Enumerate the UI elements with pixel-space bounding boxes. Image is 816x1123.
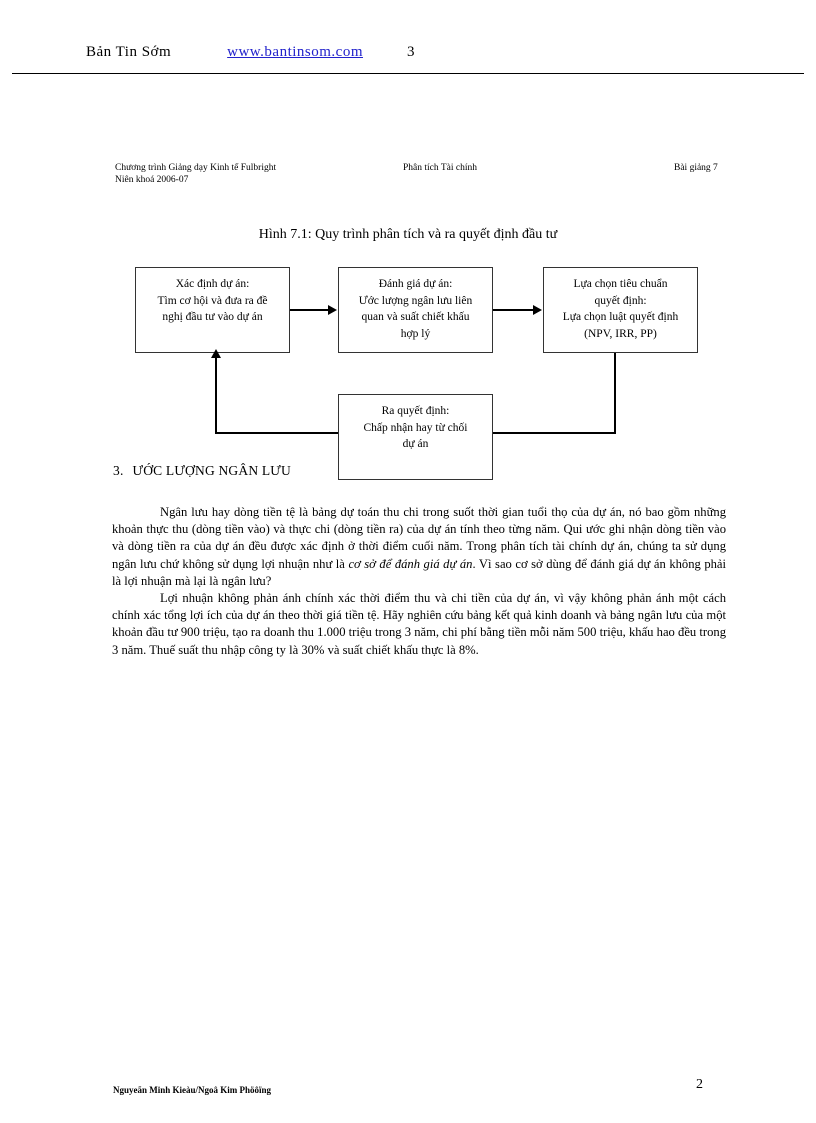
paragraph-1: Ngân lưu hay dòng tiền tệ là bảng dự toá… (112, 504, 726, 590)
document-running-head: Chương trình Giảng dạy Kinh tế Fulbright… (115, 162, 718, 186)
site-banner-header: Bản Tin Sớm www.bantinsom.com 3 (12, 44, 804, 74)
course-subject: Phân tích Tài chính (403, 163, 477, 173)
figure-caption: Hình 7.1: Quy trình phân tích và ra quyế… (258, 227, 558, 242)
flow-box-evaluate-project-label: Đánh giá dự án: Ước lượng ngân lưu liên … (358, 278, 473, 341)
paragraph-1-italic-phrase: cơ sở để đánh giá dự án (348, 556, 473, 571)
document-footer: Nguyeãn Minh Kieàu/Ngoâ Kim Phöôïng 2 (113, 1077, 703, 1099)
flow-box-identify-project-label: Xác định dự án: Tìm cơ hội và đưa ra đề … (157, 278, 268, 324)
flow-box-select-criteria-label: Lựa chọn tiêu chuẩn quyết định: Lựa chọn… (562, 278, 679, 341)
flow-box-evaluate-project[interactable]: Đánh giá dự án: Ước lượng ngân lưu liên … (338, 267, 493, 353)
connector-decide-to-left (215, 432, 340, 434)
connector-criteria-down (614, 353, 616, 433)
connector-left-up-to-identify (215, 357, 217, 433)
flow-box-identify-project[interactable]: Xác định dự án: Tìm cơ hội và đưa ra đề … (135, 267, 290, 353)
site-title: Bản Tin Sớm (86, 44, 172, 60)
section-title: ƯỚC LƯỢNG NGÂN LƯU (132, 463, 291, 478)
connector-identify-to-evaluate (290, 309, 328, 311)
arrow-head-to-criteria (533, 305, 542, 315)
flow-box-make-decision-label: Ra quyết định: Chấp nhận hay từ chối dự … (363, 405, 468, 451)
paragraph-2: Lợi nhuận không phản ánh chính xác thời … (112, 591, 726, 657)
header-divider-rule (12, 73, 804, 74)
paragraph-1-part1: Ngân lưu hay dòng tiền tệ là bảng dự toá… (112, 505, 726, 571)
connector-criteria-to-decide (493, 432, 616, 434)
lecture-number: Bài giảng 7 (674, 163, 718, 173)
site-header-count: 3 (407, 44, 415, 60)
paragraph-1-part2: . Vì sao cơ sở dùng để đánh giá dự án kh… (112, 556, 727, 588)
site-url-link[interactable]: www.bantinsom.com (227, 44, 363, 60)
arrow-head-to-evaluate (328, 305, 337, 315)
footer-authors: Nguyeãn Minh Kieàu/Ngoâ Kim Phöôïng (113, 1085, 272, 1095)
footer-page-number: 2 (696, 1077, 703, 1092)
section-heading: 3. ƯỚC LƯỢNG NGÂN LƯU (113, 463, 291, 479)
course-program-line1: Chương trình Giảng dạy Kinh tế Fulbright (115, 163, 277, 173)
flow-box-make-decision[interactable]: Ra quyết định: Chấp nhận hay từ chối dự … (338, 394, 493, 480)
course-program-line2: Niên khoá 2006-07 (115, 175, 189, 185)
body-text-block: Ngân lưu hay dòng tiền tệ là bảng dự toá… (112, 504, 726, 659)
arrow-head-to-identify (211, 349, 221, 358)
section-number: 3. (113, 463, 124, 478)
connector-evaluate-to-criteria (493, 309, 533, 311)
flow-box-select-criteria[interactable]: Lựa chọn tiêu chuẩn quyết định: Lựa chọn… (543, 267, 698, 353)
flowchart-diagram: Xác định dự án: Tìm cơ hội và đưa ra đề … (0, 255, 816, 480)
